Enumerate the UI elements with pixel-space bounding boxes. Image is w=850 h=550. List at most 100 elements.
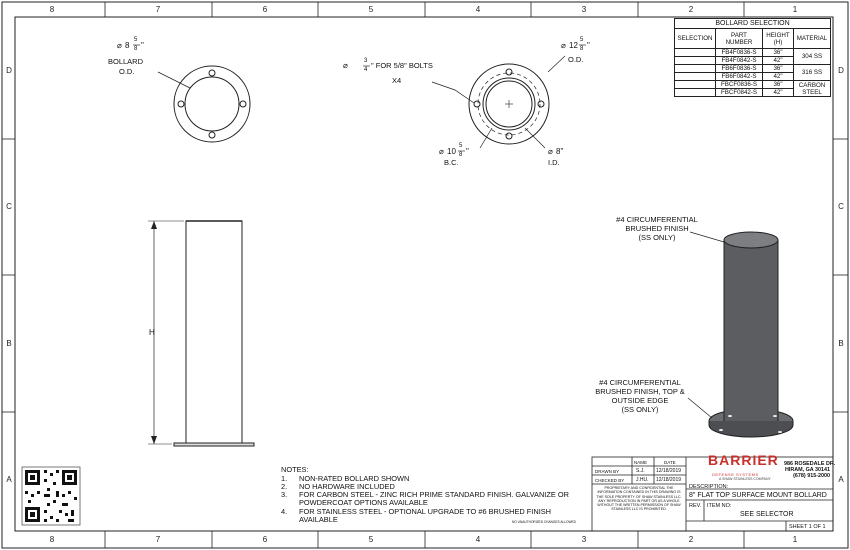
left-dim-value: 8	[125, 41, 130, 50]
drawn-by-label: DRAWN BY	[595, 469, 620, 474]
diameter-symbol: ⌀	[561, 41, 566, 50]
note-number: 2.	[281, 482, 288, 491]
item-value: SEE SELECTOR	[740, 511, 794, 518]
od-frac-den: 8	[580, 46, 584, 52]
selection-cell[interactable]	[674, 64, 716, 73]
od-frac-num: 5	[580, 37, 584, 43]
zone-label: 4	[475, 535, 481, 544]
part-number: FBCF0842-S	[715, 88, 763, 97]
material-cell: 316 SS	[793, 64, 831, 81]
selection-cell[interactable]	[674, 88, 716, 97]
note-text: FOR CARBON STEEL - ZINC RICH PRIME STAND…	[299, 490, 569, 499]
bc-label: B.C.	[444, 158, 459, 167]
qr-code	[21, 466, 81, 526]
left-dim-frac-num: 5	[134, 37, 138, 43]
id-label: I.D.	[548, 158, 560, 167]
finish-note-line: #4 CIRCUMFERENTIAL	[599, 378, 681, 387]
drawn-by-name: S.J.	[636, 468, 645, 474]
left-dim-frac-den: 8	[134, 46, 138, 52]
note-number: 3.	[281, 490, 288, 499]
bollard-od-label: BOLLARD	[108, 57, 144, 66]
note-text: NON-RATED BOLLARD SHOWN	[299, 474, 410, 483]
bolt-frac-den: 4	[364, 67, 368, 73]
diameter-symbol: ⌀	[343, 61, 348, 70]
zone-label: 8	[49, 5, 55, 14]
proprietary-notice: PROPRIETARY AND CONFIDENTIAL THE INFORMA…	[596, 486, 682, 512]
description-value: 8" FLAT TOP SURFACE MOUNT BOLLARD	[689, 492, 827, 499]
side-elevation	[148, 220, 255, 447]
fine-print: NO UNAUTHORIZED CHANGES ALLOWED	[512, 520, 576, 524]
brand-sub: DEFENSE SYSTEMS	[712, 472, 759, 477]
isometric-bollard	[687, 231, 794, 438]
part-number: FBCF0836-S	[715, 80, 763, 89]
col-date-header: DATE	[664, 460, 676, 465]
bolt-qty: X4	[392, 76, 402, 85]
sheet-number: SHEET 1 OF 1	[789, 524, 826, 530]
zone-label: 2	[688, 5, 694, 14]
inch-mark: "	[141, 41, 144, 50]
finish-note-line: BRUSHED FINISH, TOP &	[595, 387, 685, 396]
zone-label: 2	[688, 535, 694, 544]
diameter-symbol: ⌀	[117, 41, 122, 50]
company-address: 986 ROSEDALE DR. HIRAM, GA 30141 (678) 9…	[784, 461, 836, 479]
table-header: SELECTION	[674, 28, 716, 49]
zone-label: 6	[262, 5, 268, 14]
selection-cell[interactable]	[674, 56, 716, 65]
bolt-hole	[177, 100, 185, 108]
finish-note-lower: #4 CIRCUMFERENTIAL BRUSHED FINISH, TOP &…	[594, 378, 686, 414]
zone-label: D	[838, 66, 844, 75]
height-cell: 42"	[762, 56, 794, 65]
finish-note-upper: #4 CIRCUMFERENTIAL BRUSHED FINISH (SS ON…	[612, 215, 702, 242]
bollard-body	[724, 240, 778, 421]
bolt-hole	[239, 100, 247, 108]
material-cell: 304 SS	[793, 48, 831, 65]
table-header: MATERIAL	[793, 28, 831, 49]
zone-label: 3	[581, 535, 587, 544]
zone-label: 5	[368, 535, 374, 544]
note-text: FOR STAINLESS STEEL - OPTIONAL UPGRADE T…	[299, 507, 552, 516]
finish-note-line: BRUSHED FINISH	[625, 224, 689, 233]
od-label: O.D.	[568, 55, 584, 64]
zone-label: B	[6, 339, 12, 348]
zone-label: 7	[155, 535, 161, 544]
top-view-left	[157, 65, 251, 143]
top-view-right	[431, 55, 566, 149]
zone-label: 1	[792, 5, 798, 14]
note-text-cont: POWDERCOAT OPTIONS AVAILABLE	[299, 498, 428, 507]
zone-label: 1	[792, 535, 798, 544]
zone-label: D	[6, 66, 12, 75]
bolt-text: " FOR 5/8" BOLTS	[371, 61, 433, 70]
part-number: FB4F0836-S	[715, 48, 763, 57]
finish-note-line: #4 CIRCUMFERENTIAL	[616, 215, 698, 224]
bc-value: 10	[447, 147, 456, 156]
od-value: 12	[569, 41, 578, 50]
zone-label: 6	[262, 535, 268, 544]
part-number: FB6F0836-S	[715, 64, 763, 73]
zone-label: 4	[475, 5, 481, 14]
zone-label: 3	[581, 5, 587, 14]
bollard-selection-table: BOLLARD SELECTION SELECTION PART NUMBER …	[674, 18, 831, 97]
rev-label: REV.	[689, 503, 702, 509]
bolt-hole	[208, 131, 216, 139]
zone-label: 5	[368, 5, 374, 14]
bc-frac-num: 5	[459, 143, 463, 149]
brand-tag: A SHAW STAINLESS COMPANY	[719, 477, 771, 481]
selection-cell[interactable]	[674, 80, 716, 89]
selection-cell[interactable]	[674, 72, 716, 81]
address-line: (678) 915-2000	[793, 473, 830, 479]
selection-cell[interactable]	[674, 48, 716, 57]
address-line: 986 ROSEDALE DR.	[784, 461, 836, 467]
finish-note-line: (SS ONLY)	[621, 405, 659, 414]
zone-label: A	[6, 475, 12, 484]
part-number: FB4F0842-S	[715, 56, 763, 65]
col-name-header: NAME	[634, 460, 648, 465]
table-title: BOLLARD SELECTION	[674, 18, 831, 29]
height-cell: 42"	[762, 88, 794, 97]
note-text: NO HARDWARE INCLUDED	[299, 482, 395, 491]
